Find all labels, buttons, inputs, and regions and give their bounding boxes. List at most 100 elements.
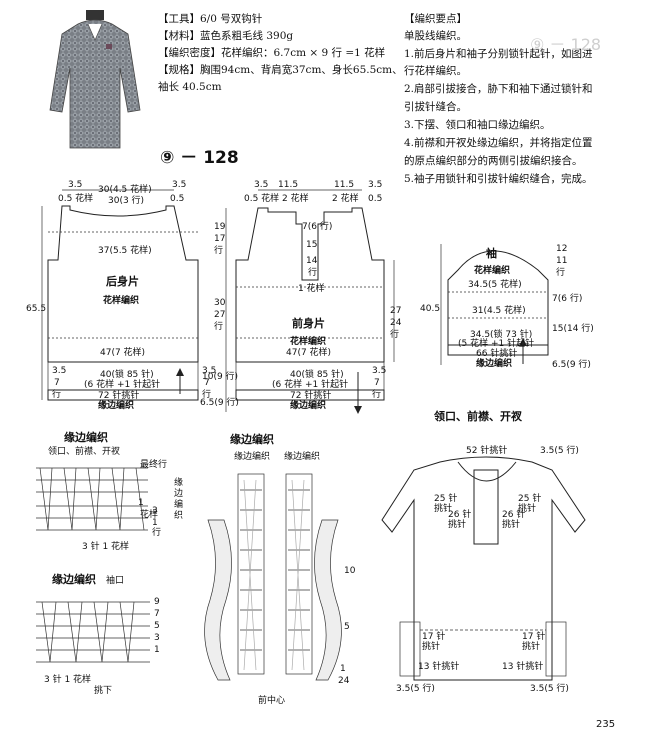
chart3-left-label: 缘边编织 (174, 478, 184, 521)
pattern-number: ⑨ － 128 (160, 148, 239, 168)
chart2-row-5: 5 (154, 621, 160, 631)
back-shoulder-right: 3.5 (172, 180, 187, 190)
chart1-row-1: 1 (152, 518, 158, 528)
page-number: 235 (596, 719, 616, 730)
front-top-left-2: 11.5 (278, 180, 299, 190)
chart1-title: 缘边编织 (64, 431, 108, 444)
step-2b: 引拔针缝合。 (404, 101, 467, 113)
chart1-row-unit: 行 (152, 528, 162, 538)
sleeve-cap-height: 12 (556, 244, 568, 254)
front-h-top: 19 (214, 222, 226, 232)
chart3-top-left: 缘边编织 (234, 452, 271, 462)
sleeve-h1: 7(6 行) (552, 294, 583, 304)
front-top-right-2: 3.5 (368, 180, 383, 190)
back-top-width: 30(4.5 花样) (98, 185, 152, 195)
assembly-corner: 3.5(5 行) (540, 446, 579, 456)
back-side-right-2: 7 (204, 378, 210, 388)
front-h-bottom: 10(9 行) (202, 372, 239, 382)
chart3-row-1: 1 (340, 664, 346, 674)
assembly-title: 领口、前襟、开衩 (434, 410, 522, 423)
front-placket-height-2: 行 (308, 268, 318, 278)
chart2-bottom: 3 针 1 花样 (44, 675, 92, 685)
sleeve-cuff: 34.5(锁 73 针) (470, 330, 533, 340)
back-shoulder-right-2: 0.5 (170, 194, 185, 204)
front-border: 缘边编织 (290, 401, 327, 411)
chart3-title: 缘边编织 (230, 433, 274, 446)
front-right-height-2: 24 (390, 318, 402, 328)
front-sub-right-2: 0.5 (368, 194, 383, 204)
back-title: 后身片 (106, 275, 139, 288)
sweater-photo (48, 10, 143, 152)
sleeve-pattern: 花样编织 (474, 266, 511, 276)
front-top-right: 11.5 (334, 180, 355, 190)
front-border-stitches: 72 针挑针 (290, 391, 332, 401)
materials-gauge: 【编织密度】花样编织：6.7cm × 9 行 =1 花样 (158, 47, 386, 59)
front-sub-left-2: 2 花样 (282, 194, 309, 204)
sleeve-h3: 6.5(9 行) (552, 360, 591, 370)
chart2-pick: 挑下 (94, 686, 113, 696)
front-sub-left: 0.5 花样 (244, 194, 280, 204)
back-neck-width: 30(3 行) (108, 196, 145, 206)
materials-material: 【材料】蓝色系粗毛线 390g (158, 30, 294, 42)
back-mid-width: 37(5.5 花样) (98, 246, 152, 256)
chart1-sub: 领口、前襟、开衩 (48, 447, 121, 457)
assembly-hem-left: 13 针挑针 (418, 662, 460, 672)
assembly-split-left: 17 针 (422, 632, 446, 642)
chart2-title: 缘边编织 (52, 573, 96, 586)
front-lower-width: 47(7 花样) (286, 348, 332, 358)
back-height: 65.5 (26, 304, 47, 314)
assembly-bottom-right: 3.5(5 行) (530, 684, 569, 694)
front-title: 前身片 (292, 317, 325, 330)
assembly-hem-right: 13 针挑针 (502, 662, 544, 672)
front-side: 3.5 (372, 366, 387, 376)
chart2-row-1: 1 (154, 645, 160, 655)
sleeve-title: 袖 (486, 247, 497, 260)
chart3-row-24: 24 (338, 676, 350, 686)
assembly-split-right: 17 针 (522, 632, 546, 642)
chart1-right-2: 花样 (140, 510, 159, 520)
step-1a: 1.前后身片和袖子分别锁针起针，如图进 (404, 48, 593, 60)
step-0: 单股线编织。 (404, 30, 467, 42)
back-pattern: 花样编织 (103, 296, 140, 306)
front-side-3: 行 (372, 390, 382, 400)
sleeve-cuff-stitches: 66 针挑针 (476, 349, 518, 359)
assembly-right-2: 挑针 (518, 504, 537, 514)
materials-size: 【规格】胸围94cm、背肩宽37cm、身长65.5cm、 (158, 64, 403, 76)
front-h-base: 6.5(9 行) (200, 398, 239, 408)
assembly-inner-right-2: 挑针 (502, 520, 521, 530)
back-shoulder-left: 3.5 (68, 180, 83, 190)
back-lower-width: 47(7 花样) (100, 348, 146, 358)
sleeve-cuff-2: (5 花样 +1 针起针 (458, 339, 535, 349)
step-1b: 行花样编织。 (404, 65, 467, 77)
assembly-left-1: 25 针 (434, 494, 458, 504)
chart2-sub: 袖口 (106, 576, 125, 586)
assembly-split-left-2: 挑针 (422, 642, 441, 652)
chart3-top-right: 缘边编织 (284, 452, 321, 462)
step-4b: 的原点编织部分的两侧引拔编织接合。 (404, 155, 583, 167)
front-pattern: 花样编织 (290, 337, 327, 347)
chart3-row-5: 5 (344, 622, 350, 632)
chart1-last-row: 最终行 (140, 460, 168, 470)
front-top-left: 3.5 (254, 180, 269, 190)
front-h-mid-3: 行 (214, 322, 224, 332)
back-chain-2: (6 花样 +1 针起针 (84, 380, 161, 390)
assembly-right-1: 25 针 (518, 494, 542, 504)
sleeve-total: 40.5 (420, 304, 441, 314)
sleeve-cap-height-3: 行 (556, 268, 566, 278)
assembly-split-right-2: 挑针 (522, 642, 541, 652)
front-chain-2: (6 花样 +1 针起针 (272, 380, 349, 390)
front-h-mid: 30 (214, 298, 226, 308)
assembly-inner-left-2: 挑针 (448, 520, 467, 530)
chart2-row-3: 3 (154, 633, 160, 643)
watermark: ⑨ － 128 (530, 35, 602, 54)
assembly-inner-left: 26 针 (448, 510, 472, 520)
back-side-left: 3.5 (52, 366, 67, 376)
assembly-inner-right: 26 针 (502, 510, 526, 520)
front-one-pattern: 1 花样 (298, 284, 325, 294)
chart3-row-10: 10 (344, 566, 356, 576)
back-side-right-3: 行 (202, 390, 212, 400)
step-2a: 2.肩部引拔接合，胁下和袖下通过锁针和 (404, 83, 593, 95)
sleeve-mid-width: 31(4.5 花样) (472, 306, 526, 316)
front-placket-height: 14 (306, 256, 318, 266)
